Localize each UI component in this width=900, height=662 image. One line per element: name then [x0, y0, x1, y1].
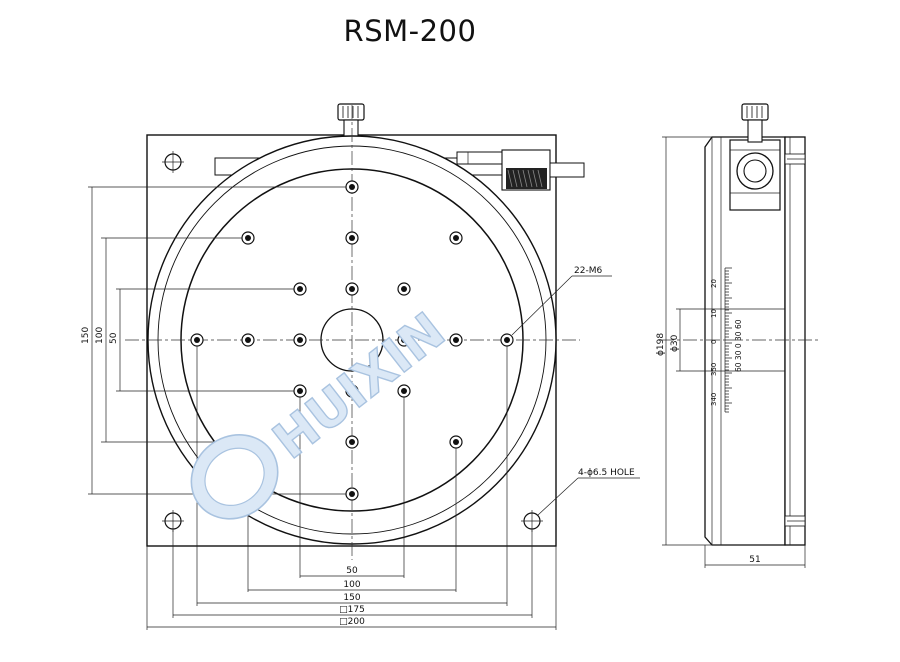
- dim-100-bottom: 100: [343, 580, 360, 590]
- side-flange: [784, 136, 806, 546]
- corner-holes: [162, 151, 543, 532]
- knurl-pattern: [506, 168, 547, 189]
- scale-num-10: 10: [710, 309, 718, 318]
- callout-thread: 22-M6: [511, 266, 612, 336]
- bottom-dimensions: 50 100 150 □175 □200: [146, 346, 557, 630]
- scale-num-340: 340: [710, 393, 718, 406]
- threaded-holes: [190, 180, 514, 501]
- side-view: 20 10 0 350 340 60 30 0 30 60 ϕ198 ϕ30 5…: [656, 103, 820, 568]
- svg-text:4-ϕ6.5 HOLE: 4-ϕ6.5 HOLE: [578, 468, 635, 478]
- dim-200-bottom: □200: [339, 617, 365, 627]
- dim-150-left: 150: [81, 327, 91, 344]
- dim-175-bottom: □175: [339, 605, 365, 615]
- scale-num-20: 20: [710, 279, 718, 288]
- dim-dia-30: ϕ30: [670, 334, 680, 352]
- callout-hole: 4-ϕ6.5 HOLE: [537, 468, 640, 516]
- front-view: 150 100 50 50 100 150 □175 □200: [81, 103, 640, 630]
- scale-num-0: 0: [710, 340, 718, 344]
- dim-50-left: 50: [109, 332, 119, 344]
- svg-text:22-M6: 22-M6: [574, 266, 602, 276]
- dim-100-left: 100: [95, 327, 105, 344]
- drawing-title: RSM-200: [343, 14, 477, 48]
- clamp-screw-icon[interactable]: [337, 103, 365, 137]
- dim-50-bottom: 50: [346, 566, 358, 576]
- dim-150-bottom: 150: [343, 593, 360, 603]
- dim-dia-198: ϕ198: [656, 333, 666, 356]
- dim-height-51: 51: [749, 555, 760, 565]
- scale-num-350: 350: [710, 363, 718, 376]
- side-dimensions: ϕ198 ϕ30 51: [656, 136, 806, 568]
- vernier-numbers: 60 30 0 30 60: [734, 319, 743, 372]
